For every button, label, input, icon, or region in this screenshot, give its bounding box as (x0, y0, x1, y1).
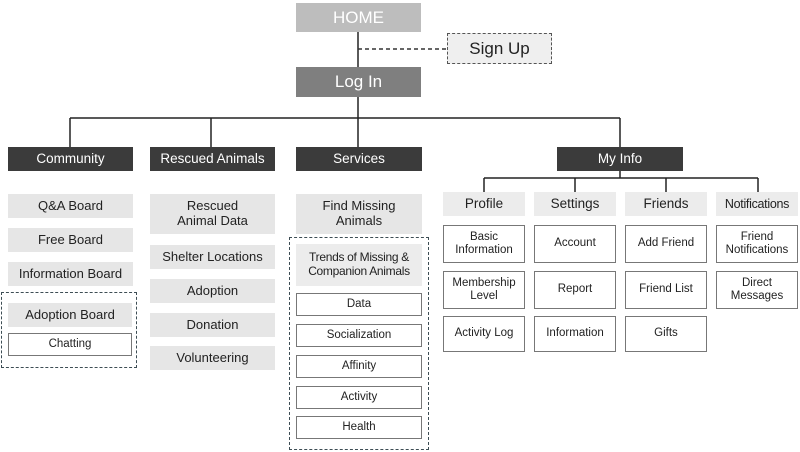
services-header: Services (296, 147, 422, 171)
settings-item-label: Report (557, 283, 593, 296)
notifications-item-direct-messages: Direct Messages (716, 271, 798, 309)
settings-title: Settings (550, 196, 600, 212)
community-item-label: Free Board (37, 231, 104, 247)
trends-item-health: Health (296, 416, 422, 439)
profile-item-label: Basic Information (455, 230, 513, 256)
notifications-header: Notifications (716, 192, 798, 216)
community-item-label: Q&A Board (37, 197, 104, 213)
settings-item-label: Account (554, 237, 596, 250)
trends-item-socialization: Socialization (296, 324, 422, 347)
profile-item-basic-information: Basic Information (443, 225, 525, 263)
trends-item-label: Data (346, 297, 372, 310)
home-label: HOME (333, 7, 384, 27)
chatting-node: Chatting (8, 333, 132, 356)
friends-item-friend-list: Friend List (625, 271, 707, 309)
trends-item-affinity: Affinity (296, 355, 422, 378)
profile-item-activity-log: Activity Log (443, 316, 525, 352)
profile-item-label: Activity Log (454, 327, 514, 340)
home-node: HOME (296, 3, 421, 32)
community-item-qa-board: Q&A Board (8, 194, 133, 218)
trends-group (289, 237, 429, 450)
trends-item-activity: Activity (296, 386, 422, 409)
rescued-item-label: Donation (186, 316, 239, 332)
notifications-item-friend-notifications: Friend Notifications (716, 225, 798, 263)
settings-item-label: Information (546, 327, 604, 340)
settings-item-account: Account (534, 225, 616, 263)
login-label: Log In (334, 72, 383, 92)
my-info-header: My Info (557, 147, 683, 171)
adoption-board-label: Adoption Board (25, 306, 115, 322)
rescued-animals-header: Rescued Animals (150, 147, 275, 171)
rescued-item-label: Volunteering (176, 349, 249, 365)
rescued-item-label: Rescued Animal Data (177, 198, 248, 228)
rescued-item-shelter-locations: Shelter Locations (150, 245, 275, 269)
notifications-item-label: Direct Messages (730, 276, 784, 302)
friends-header: Friends (625, 192, 707, 216)
adoption-board-node: Adoption Board (8, 303, 132, 327)
community-item-free-board: Free Board (8, 228, 133, 252)
trends-item-label: Affinity (341, 359, 377, 372)
trends-node: Trends of Missing & Companion Animals (296, 244, 422, 286)
trends-item-data: Data (296, 293, 422, 316)
friends-title: Friends (643, 196, 689, 212)
rescued-item-animal-data: Rescued Animal Data (150, 194, 275, 234)
signup-node: Sign Up (447, 33, 552, 64)
settings-item-report: Report (534, 271, 616, 309)
rescued-item-donation: Donation (150, 313, 275, 337)
login-node: Log In (296, 67, 421, 97)
profile-title: Profile (464, 196, 504, 212)
trends-item-label: Activity (340, 390, 378, 403)
notifications-title: Notifications (724, 196, 790, 211)
trends-item-label: Health (342, 420, 376, 433)
friends-item-gifts: Gifts (625, 316, 707, 352)
my-info-title: My Info (597, 151, 643, 167)
rescued-item-label: Shelter Locations (162, 248, 263, 264)
friends-item-label: Add Friend (637, 237, 695, 250)
trends-label: Trends of Missing & Companion Animals (308, 250, 410, 278)
profile-header: Profile (443, 192, 525, 216)
rescued-item-label: Adoption (186, 282, 239, 298)
community-item-information-board: Information Board (8, 262, 133, 286)
chatting-label: Chatting (48, 337, 92, 350)
friends-item-label: Gifts (654, 327, 678, 340)
profile-item-membership-level: Membership Level (443, 271, 525, 309)
rescued-item-adoption: Adoption (150, 279, 275, 303)
notifications-item-label: Friend Notifications (725, 230, 789, 256)
adoption-board-group (1, 292, 137, 368)
rescued-title: Rescued Animals (160, 151, 265, 167)
find-missing-animals-node: Find Missing Animals (296, 194, 422, 234)
community-title: Community (36, 151, 105, 167)
friends-item-add-friend: Add Friend (625, 225, 707, 263)
community-header: Community (8, 147, 133, 171)
find-missing-label: Find Missing Animals (322, 198, 396, 228)
settings-item-information: Information (534, 316, 616, 352)
trends-item-label: Socialization (326, 328, 392, 341)
rescued-item-volunteering: Volunteering (150, 346, 275, 370)
signup-label: Sign Up (469, 38, 530, 58)
settings-header: Settings (534, 192, 616, 216)
services-title: Services (333, 151, 385, 167)
profile-item-label: Membership Level (452, 276, 516, 302)
friends-item-label: Friend List (639, 283, 693, 296)
community-item-label: Information Board (18, 265, 123, 281)
